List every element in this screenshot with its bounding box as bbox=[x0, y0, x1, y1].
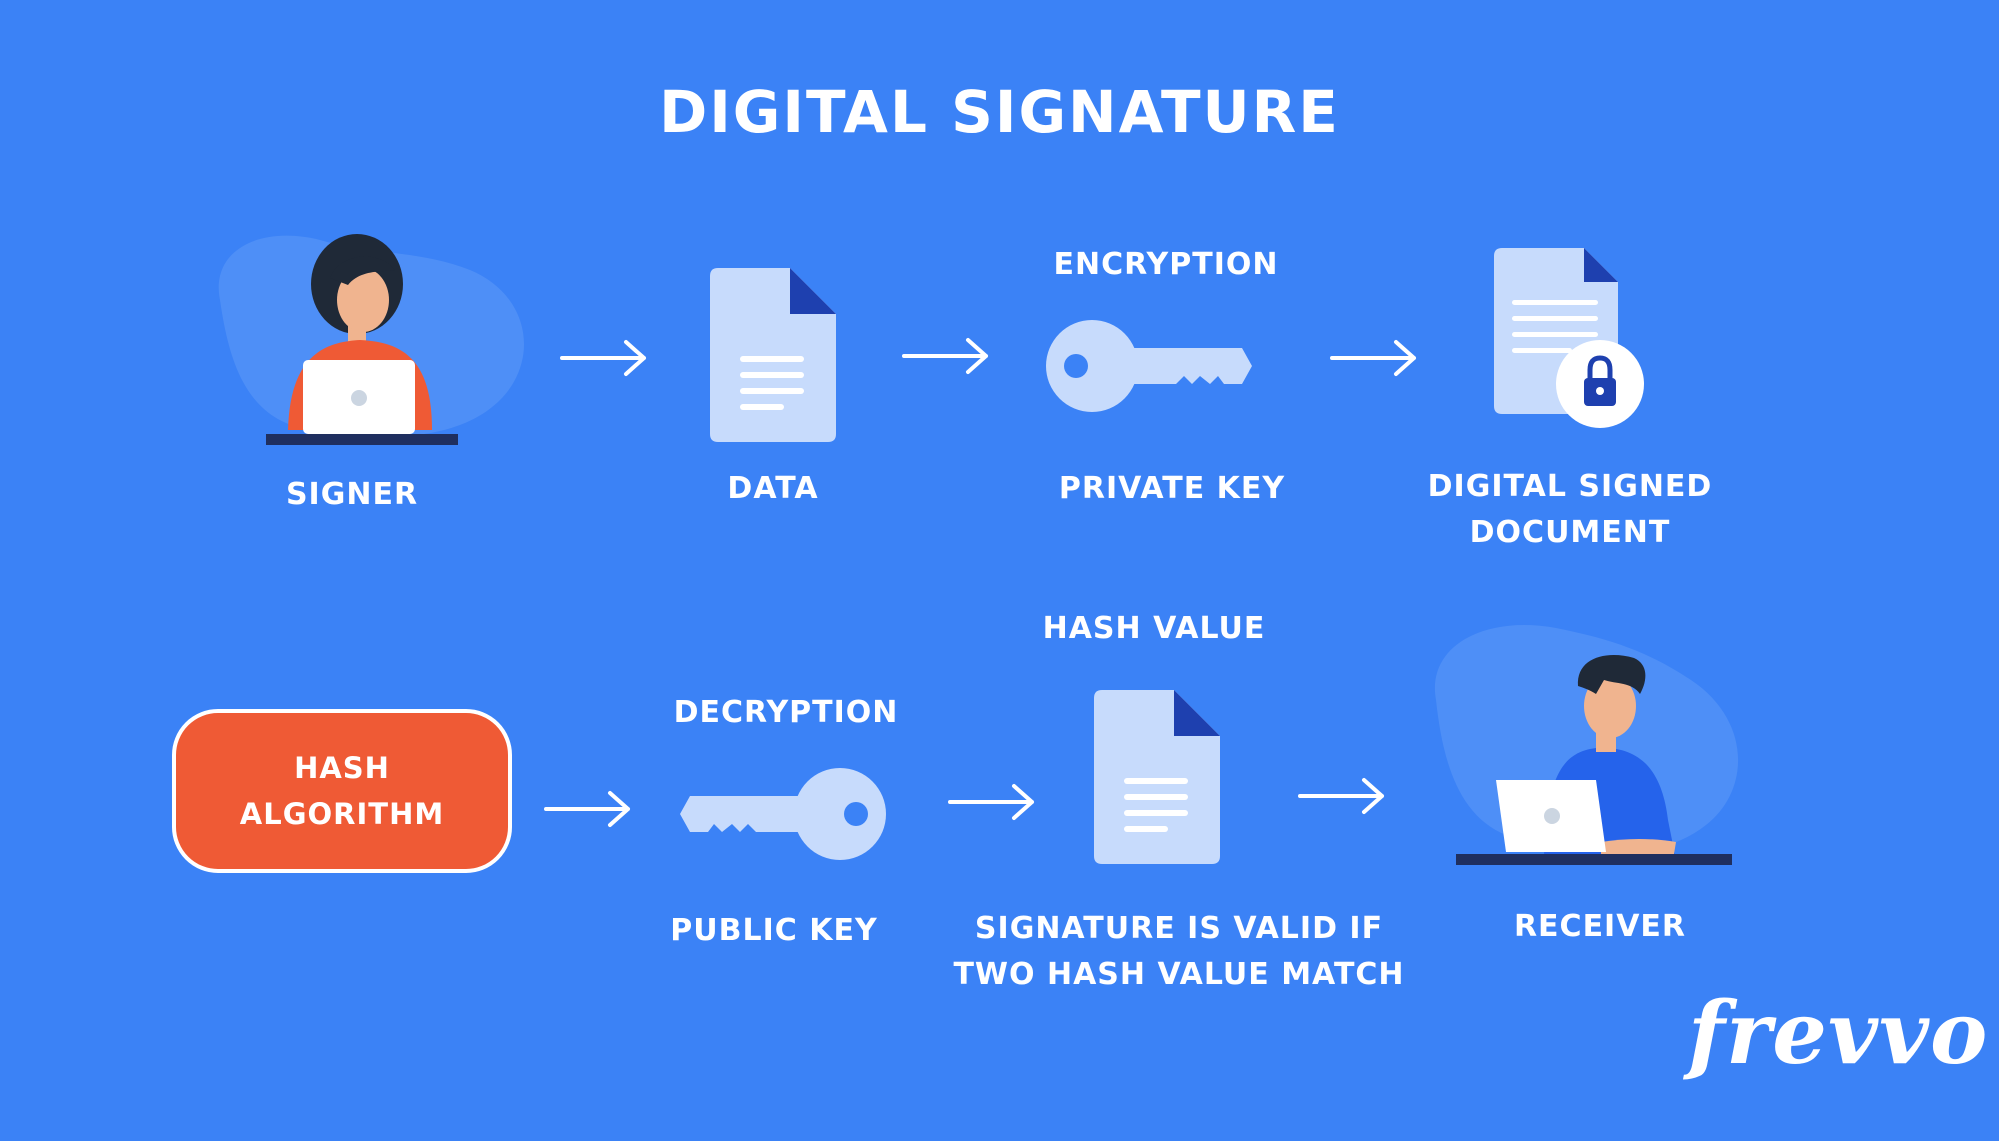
document-icon bbox=[1094, 690, 1220, 864]
arrow-icon bbox=[560, 340, 646, 376]
signed-document-label-line1: DIGITAL SIGNED bbox=[1427, 469, 1713, 504]
hash-algorithm-box: HASH ALGORITHM bbox=[172, 709, 512, 873]
arrow-icon bbox=[902, 338, 988, 374]
hash-algorithm-line2: ALGORITHM bbox=[239, 797, 445, 831]
data-label: DATA bbox=[727, 471, 819, 506]
receiver-label: RECEIVER bbox=[1513, 909, 1687, 944]
arrow-icon bbox=[1298, 778, 1384, 814]
arrow-icon bbox=[544, 791, 630, 827]
signature-valid-line1: SIGNATURE IS VALID IF bbox=[974, 911, 1384, 946]
encryption-label: ENCRYPTION bbox=[1053, 247, 1279, 282]
document-icon bbox=[710, 268, 836, 442]
key-icon bbox=[680, 768, 886, 860]
bottom-border bbox=[0, 1141, 1999, 1143]
signed-document-label-line2: DOCUMENT bbox=[1469, 515, 1671, 550]
private-key-label: PRIVATE KEY bbox=[1058, 471, 1286, 506]
key-icon bbox=[1046, 320, 1252, 412]
hash-algorithm-line1: HASH bbox=[294, 751, 390, 785]
frevvo-logo: frevvo bbox=[1688, 983, 1989, 1084]
signer-person-icon bbox=[218, 234, 524, 445]
signer-label: SIGNER bbox=[285, 477, 419, 512]
receiver-person-icon bbox=[1434, 624, 1739, 865]
arrow-icon bbox=[948, 784, 1034, 820]
signature-valid-line2: TWO HASH VALUE MATCH bbox=[953, 957, 1405, 992]
decryption-label: DECRYPTION bbox=[673, 695, 899, 730]
public-key-label: PUBLIC KEY bbox=[670, 913, 878, 948]
hash-value-label: HASH VALUE bbox=[1042, 611, 1266, 646]
diagram-title: DIGITAL SIGNATURE bbox=[659, 78, 1340, 146]
arrow-icon bbox=[1330, 340, 1416, 376]
locked-document-icon bbox=[1494, 248, 1644, 428]
